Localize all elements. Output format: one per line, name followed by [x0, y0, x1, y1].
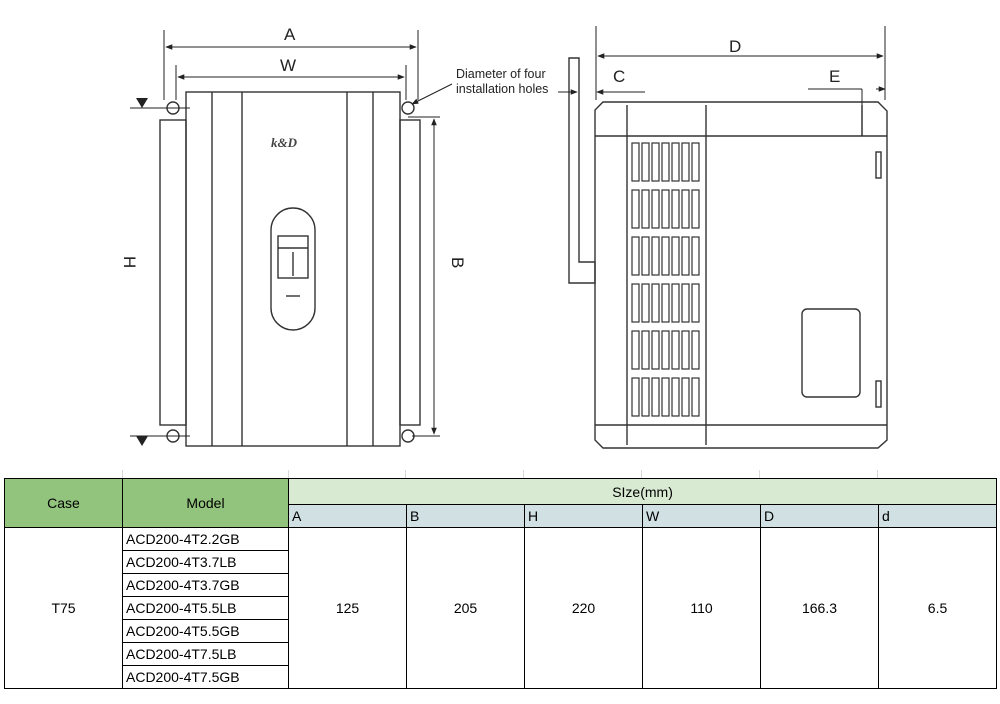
dim-label-e: E	[829, 67, 840, 86]
vent-slot	[681, 283, 690, 323]
grid-column-line	[523, 470, 524, 478]
cell-value-a[interactable]: 125	[288, 527, 407, 689]
vent-grille	[631, 142, 700, 417]
vent-slot	[691, 330, 700, 370]
header-dim-h[interactable]: H	[524, 504, 643, 528]
vent-slot	[691, 189, 700, 229]
cell-value-h[interactable]: 220	[524, 527, 643, 689]
dim-label-w: W	[280, 56, 296, 75]
header-case[interactable]: Case	[4, 478, 123, 528]
hole-note-line1: Diameter of four	[456, 67, 546, 81]
vent-slot	[651, 189, 660, 229]
dim-label-c: C	[613, 67, 625, 86]
left-flange	[159, 119, 187, 426]
dim-label-a: A	[284, 25, 296, 44]
vent-slot	[671, 236, 680, 276]
cell-value-d-small[interactable]: 6.5	[877, 527, 998, 689]
grid-column-line	[122, 470, 123, 478]
side-body	[594, 101, 888, 449]
vent-slot	[681, 377, 690, 417]
vent-slot	[681, 236, 690, 276]
dimension-b	[408, 116, 440, 437]
dimension-a	[163, 30, 419, 100]
vent-slot	[671, 377, 680, 417]
vent-slot	[681, 189, 690, 229]
dimension-w	[175, 65, 407, 100]
dim-label-d: D	[729, 37, 741, 56]
cell-model[interactable]: ACD200-4T5.5LB	[122, 596, 289, 620]
mounting-hole-top-right	[401, 101, 415, 115]
cell-model[interactable]: ACD200-4T7.5LB	[122, 642, 289, 666]
cell-value-b[interactable]: 205	[406, 527, 525, 689]
vent-slot	[691, 377, 700, 417]
vent-slot	[631, 189, 640, 229]
vent-slot	[661, 142, 670, 182]
cell-value-d[interactable]: 166.3	[760, 527, 879, 689]
vent-slot	[661, 189, 670, 229]
brand-logo: k&D	[271, 135, 298, 150]
header-dim-d-small[interactable]: d	[877, 504, 998, 528]
header-dim-w[interactable]: W	[642, 504, 761, 528]
vent-slot	[641, 283, 650, 323]
side-view	[568, 57, 888, 449]
dim-label-b: B	[448, 257, 467, 268]
keypad-display	[277, 235, 309, 279]
dim-label-h: H	[120, 256, 139, 268]
cell-case[interactable]: T75	[4, 527, 123, 689]
header-dim-b[interactable]: B	[406, 504, 525, 528]
header-model[interactable]: Model	[122, 478, 289, 528]
vent-slot	[691, 142, 700, 182]
vent-slot	[631, 236, 640, 276]
vent-slot	[661, 330, 670, 370]
vent-slot	[631, 330, 640, 370]
cell-model[interactable]: ACD200-4T5.5GB	[122, 619, 289, 643]
dimension-drawing: k&D A W H B Diameter of four installatio…	[120, 25, 888, 449]
vent-slot	[651, 377, 660, 417]
right-flange	[399, 119, 421, 426]
dimension-e	[808, 86, 886, 136]
keypad-outline	[270, 207, 316, 331]
vent-slot	[641, 189, 650, 229]
vent-slot	[671, 330, 680, 370]
side-label-window	[801, 308, 861, 398]
grid-column-line	[759, 470, 760, 478]
vent-slot	[641, 142, 650, 182]
grid-column-line	[288, 470, 289, 478]
vent-slot	[671, 189, 680, 229]
vent-slot	[651, 142, 660, 182]
vent-slot	[691, 236, 700, 276]
vent-slot	[651, 283, 660, 323]
grid-column-line	[641, 470, 642, 478]
grid-column-line	[877, 470, 878, 478]
vent-slot	[661, 377, 670, 417]
vent-slot	[681, 142, 690, 182]
vent-slot	[651, 330, 660, 370]
hole-note-line2: installation holes	[456, 82, 548, 96]
vent-slot	[661, 236, 670, 276]
header-dim-a[interactable]: A	[288, 504, 407, 528]
vent-slot	[641, 377, 650, 417]
vent-slot	[641, 330, 650, 370]
header-dim-d[interactable]: D	[760, 504, 879, 528]
header-size[interactable]: SIze(mm)	[287, 478, 998, 505]
vent-slot	[691, 283, 700, 323]
cell-model[interactable]: ACD200-4T2.2GB	[122, 527, 289, 551]
vent-slot	[631, 377, 640, 417]
vent-slot	[671, 283, 680, 323]
vent-slot	[631, 283, 640, 323]
grid-column-line	[405, 470, 406, 478]
vent-slot	[651, 236, 660, 276]
cell-model[interactable]: ACD200-4T3.7LB	[122, 550, 289, 574]
vent-slot	[631, 142, 640, 182]
cell-model[interactable]: ACD200-4T7.5GB	[122, 665, 289, 689]
size-table: Case Model SIze(mm) A B H W D d T75 ACD2…	[4, 478, 998, 689]
dimension-h	[130, 98, 190, 446]
front-body	[185, 91, 401, 447]
vent-slot	[661, 283, 670, 323]
vent-slot	[681, 330, 690, 370]
cell-value-w[interactable]: 110	[642, 527, 761, 689]
cell-model[interactable]: ACD200-4T3.7GB	[122, 573, 289, 597]
vent-slot	[671, 142, 680, 182]
vent-slot	[641, 236, 650, 276]
